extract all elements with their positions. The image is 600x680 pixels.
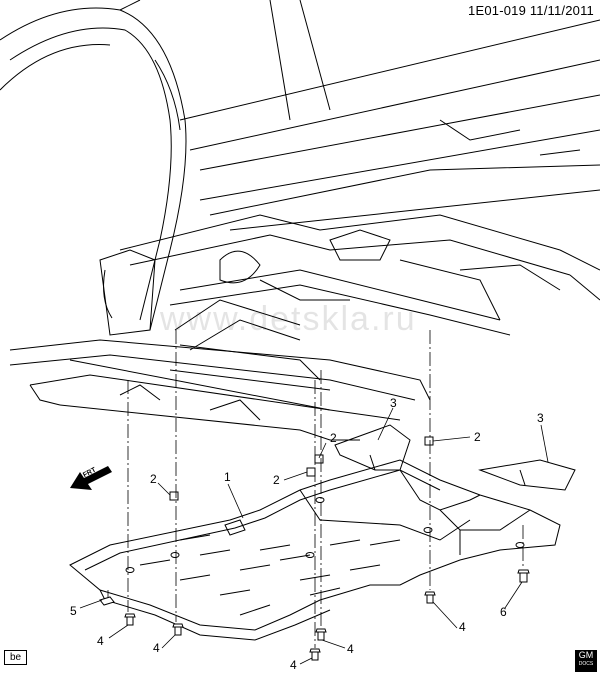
callout-4: 4 [153,641,160,655]
wheelhouse-structure [0,0,187,336]
subframe [119,214,600,336]
callout-4: 4 [459,620,466,634]
callout-4: 4 [290,658,297,672]
clip-nuts [169,436,434,501]
gm-logo: GM DOCS [575,650,597,672]
leader-lines [79,407,549,665]
callout-6: 6 [500,605,507,619]
body-side-panels [179,0,600,231]
callout-2: 2 [150,472,157,486]
deflector-panel-left [334,424,411,471]
callout-2: 2 [474,430,481,444]
watermark: www.detskla.ru [160,300,417,338]
forward-arrow-icon [70,466,112,490]
callout-2: 2 [273,473,280,487]
gm-logo-text: GM [578,650,594,660]
callout-4: 4 [347,642,354,656]
gm-logo-subtext: DOCS [578,661,594,667]
callout-1: 1 [224,470,231,484]
alignment-lines [107,330,524,648]
drawing-code: 1E01-019 11/11/2011 [468,3,594,18]
callout-3: 3 [537,411,544,425]
underbody-shield [69,459,561,641]
deflector-panel-right [478,459,576,491]
language-tag: be [4,650,28,665]
callout-2: 2 [330,431,337,445]
callout-4: 4 [97,634,104,648]
callout-5: 5 [70,604,77,618]
callout-3: 3 [390,396,397,410]
bolts [99,569,530,661]
